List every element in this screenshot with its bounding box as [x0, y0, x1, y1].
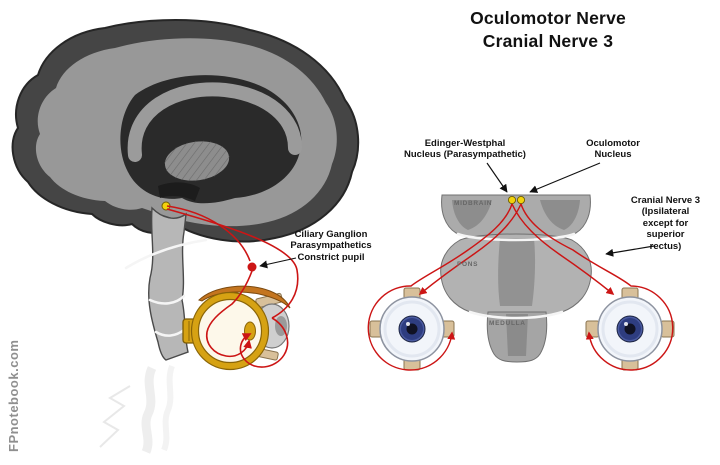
stem-striation-2	[148, 294, 186, 305]
cn3-left-to-right-crossing	[511, 203, 615, 296]
ciliary-ganglion-dot	[247, 262, 257, 272]
brainstem-anterior	[440, 194, 592, 363]
cerebral-peduncle-right	[540, 200, 580, 230]
eye-gold-schematic	[182, 291, 270, 371]
nerve-orbit-loop	[239, 317, 289, 368]
oculomotor-nucleus-label: Oculomotor Nucleus	[586, 138, 640, 161]
globe-inner-rim	[197, 298, 263, 364]
ventricle-dark	[158, 182, 200, 201]
thalamus-hatching	[164, 140, 230, 182]
oculomotor-nerve-paths	[367, 203, 674, 371]
midbrain-pons-separation	[456, 232, 576, 242]
edinger-westphal-nucleus-dot	[507, 195, 517, 205]
ciliary-ganglion-label: Ciliary Ganglion Parasympathetics Constr…	[290, 229, 372, 263]
edinger-label-arrow	[486, 162, 508, 193]
right-eyeball-anterior	[585, 287, 675, 371]
brain-sagittal-illustration	[11, 19, 360, 361]
corpus-callosum-band	[127, 82, 302, 162]
edinger-westphal-label: Edinger-Westphal Nucleus (Parasympatheti…	[404, 138, 526, 161]
pons-medulla-separation	[468, 310, 564, 320]
left-eyeball-anterior	[369, 287, 455, 371]
cn3-right-ipsilateral-loop	[520, 203, 674, 371]
left-eye-highlight	[406, 322, 410, 326]
ciliary-label-arrow	[259, 257, 297, 269]
right-eye-medial-rectus	[585, 320, 600, 338]
right-eye-inner-ring	[601, 300, 659, 358]
brain-reflection	[99, 364, 175, 454]
fpnotebook-watermark: FPnotebook.com	[6, 339, 21, 452]
nerve-ganglion-to-pupil	[205, 270, 253, 358]
oculomotor-label-arrow	[529, 162, 601, 193]
nerve-nucleus-to-ganglion	[166, 205, 251, 262]
cn3-right-to-left-crossing	[418, 203, 522, 296]
page-title: Oculomotor Nerve Cranial Nerve 3	[470, 8, 626, 51]
stem-striation-3	[154, 328, 186, 337]
medulla-pyramids	[506, 314, 528, 356]
oculomotor-nucleus-dot	[516, 195, 526, 205]
medulla-region-label: MEDULLA	[489, 320, 526, 327]
cerebral-peduncle-left	[452, 200, 492, 230]
left-eye-inner-ring	[383, 300, 441, 358]
midbrain-region-label: MIDBRAIN	[454, 200, 493, 207]
parasympathetic-pathway	[166, 205, 299, 368]
cn3-left-ipsilateral-loop	[367, 203, 513, 371]
globe-outer-rim	[190, 291, 270, 371]
cranial-nerve-3-label: Cranial Nerve 3 (Ipsilateral except for …	[630, 195, 701, 252]
stem-striation-1	[124, 238, 208, 270]
pons-central-shading	[498, 238, 536, 306]
cn3-label-arrow	[605, 245, 655, 257]
right-eye-highlight	[624, 322, 628, 326]
nerve-outer-branch	[166, 208, 299, 319]
brainstem-column	[148, 206, 189, 361]
pons-region-label: PONS	[457, 261, 479, 268]
right-eye-pupil	[624, 323, 636, 335]
left-eye-pupil	[406, 323, 418, 335]
